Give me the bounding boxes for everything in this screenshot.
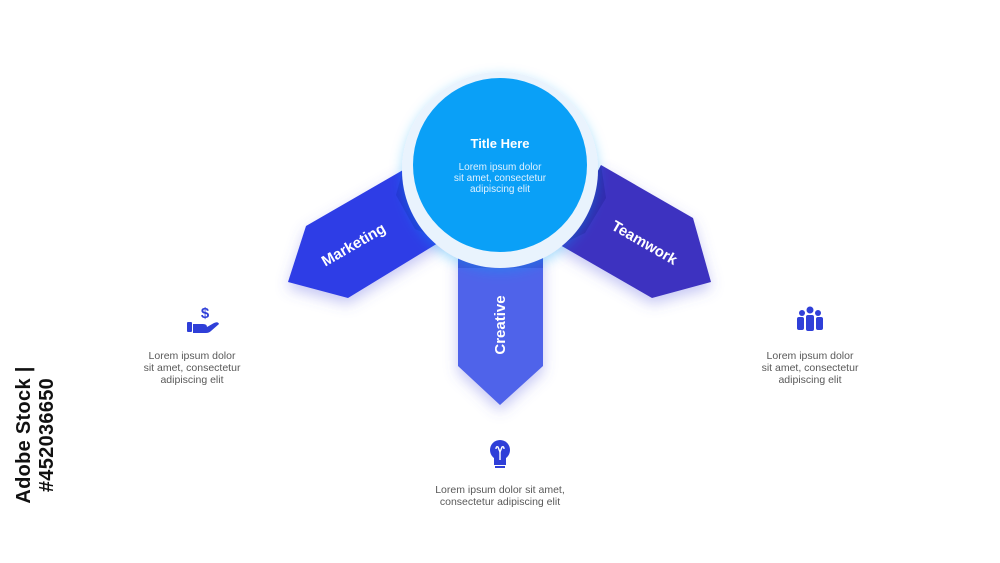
bottom-desc-line-1: Lorem ipsum dolor sit amet, xyxy=(435,484,565,496)
bottom-desc-line-2: consectetur adipiscing elit xyxy=(440,496,560,508)
center-desc-line-1: Lorem ipsum dolor xyxy=(459,162,542,173)
lightbulb-icon xyxy=(490,440,510,468)
right-desc-line-1: Lorem ipsum dolor xyxy=(767,350,854,362)
hand-dollar-icon: $ xyxy=(187,305,219,333)
left-desc-line-3: adipiscing elit xyxy=(160,374,223,386)
center-desc-line-2: sit amet, consectetur xyxy=(454,173,547,184)
team-icon xyxy=(797,306,823,331)
center-title: Title Here xyxy=(470,136,529,151)
creative-arrow-shape xyxy=(458,255,543,405)
right-desc-line-3: adipiscing elit xyxy=(778,374,841,386)
left-desc-line-2: sit amet, consectetur xyxy=(144,362,241,374)
left-desc-line-1: Lorem ipsum dolor xyxy=(149,350,236,362)
creative-label: Creative xyxy=(492,295,509,354)
center-desc-line-3: adipiscing elit xyxy=(470,184,530,195)
right-desc-line-2: sit amet, consectetur xyxy=(762,362,859,374)
svg-text:$: $ xyxy=(201,305,210,322)
center-circle xyxy=(413,78,587,252)
stock-id-watermark: Adobe Stock | #452036650 xyxy=(13,366,58,504)
